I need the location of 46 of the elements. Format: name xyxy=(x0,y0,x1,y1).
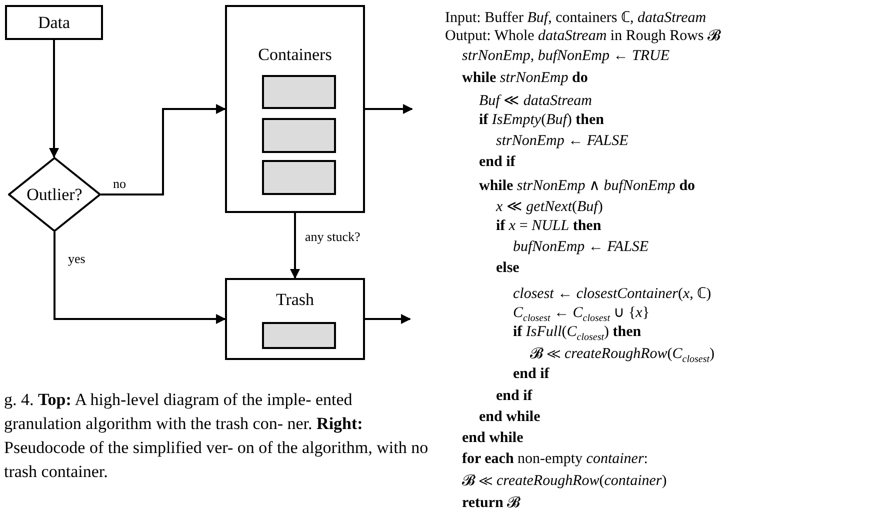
process-box xyxy=(5,5,103,40)
node-label: Outlier? xyxy=(26,184,84,204)
arrow xyxy=(290,213,300,279)
pseudocode-line: 𝓑 ≪ createRoughRow(C$_{closest}$) xyxy=(530,345,714,366)
arrow xyxy=(101,104,226,196)
pseudocode-line: Output: Whole dataStream in Rough Rows 𝓑 xyxy=(445,27,721,46)
group-heading: Trash xyxy=(274,290,316,310)
figure-caption: g. 4. Top: A high-level diagram of the imple- ented granulation algorithm with the trash con- ner. Right: Pseudocode of the simplified ver- on of the algorithm, with no trash container. xyxy=(4,389,430,483)
arrow xyxy=(365,314,411,324)
edge-label: any stuck? xyxy=(305,229,360,245)
container-slot xyxy=(262,322,336,349)
arrow xyxy=(54,232,226,324)
pseudocode-line: while strNonEmp ∧ bufNonEmp do xyxy=(479,176,696,195)
pseudocode-line: if IsEmpty(Buf) then xyxy=(479,112,604,129)
pseudocode-line: end if xyxy=(479,154,516,172)
arrow xyxy=(49,40,59,158)
edge-label: yes xyxy=(68,251,86,267)
pseudocode-line: end if xyxy=(513,366,550,384)
pseudocode-line: x ≪ getNext(Buf) xyxy=(496,198,603,216)
pseudocode-line: for each non-empty container: xyxy=(462,451,648,468)
pseudocode-line: closest ← closestContainer(x, ℂ) xyxy=(513,284,712,303)
pseudocode-line: C$_{closest}$ ← C$_{closest}$ ∪ {x} xyxy=(513,304,650,324)
group-box xyxy=(225,5,365,213)
pseudocode-line: Input: Buffer Buf, containers ℂ, dataStream xyxy=(445,9,706,27)
pseudocode-line: end while xyxy=(479,408,540,426)
container-slot xyxy=(262,118,336,153)
pseudocode-line: while strNonEmp do xyxy=(462,70,588,87)
pseudocode-line: end while xyxy=(462,430,524,447)
group-heading: Containers xyxy=(257,45,333,65)
pseudocode-line: end if xyxy=(496,388,532,405)
decision-diamond xyxy=(8,157,101,232)
pseudocode-line: return 𝓑 xyxy=(462,494,520,512)
node-label: Data xyxy=(36,12,72,32)
pseudocode-line: strNonEmp, bufNonEmp ← TRUE xyxy=(462,48,670,66)
pseudocode-line: else xyxy=(496,260,520,278)
container-slot xyxy=(262,160,336,195)
edge-label: no xyxy=(113,176,126,192)
arrow xyxy=(365,104,413,114)
pseudocode-line: 𝓑 ≪ createRoughRow(container) xyxy=(462,472,667,490)
pseudocode-line: bufNonEmp ← FALSE xyxy=(513,239,649,256)
container-slot xyxy=(262,75,336,109)
pseudocode-line: if x = NULL then xyxy=(496,218,602,235)
group-box xyxy=(225,278,365,360)
pseudocode-line: strNonEmp ← FALSE xyxy=(496,133,628,150)
pseudocode-line: if IsFull(C$_{closest}$) then xyxy=(513,324,642,343)
pseudocode-line: Buf ≪ dataStream xyxy=(479,92,592,110)
